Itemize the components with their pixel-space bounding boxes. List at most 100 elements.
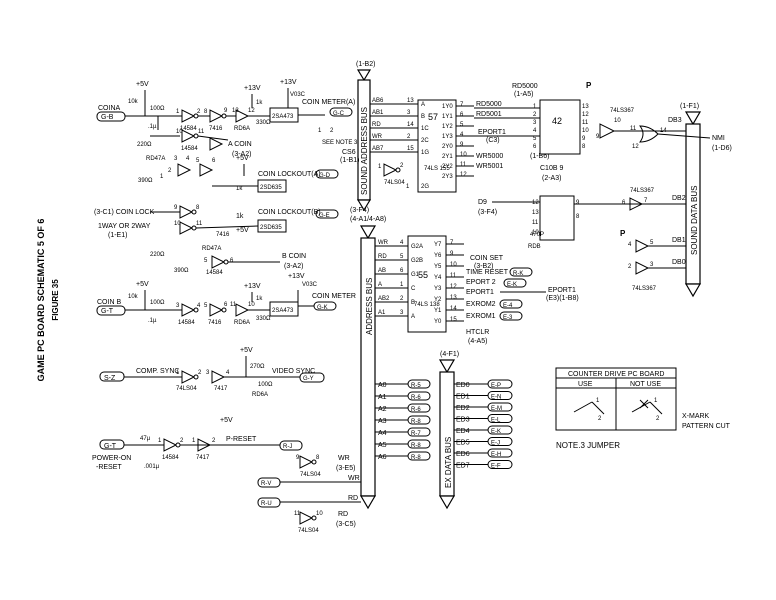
svg-text:+5V: +5V bbox=[236, 227, 249, 234]
c57-out-name: 1Y1 bbox=[442, 114, 453, 120]
svg-text:1k: 1k bbox=[256, 296, 263, 302]
page-title: GAME PC BOARD SCHEMATIC 5 OF 6 bbox=[36, 219, 46, 382]
svg-text:SOUND DATA BUS: SOUND DATA BUS bbox=[690, 186, 699, 256]
svg-text:DB3: DB3 bbox=[668, 117, 682, 124]
chip-57-signals: RD5000 (1-A5) RD5000 RD5001 EPORT1 (C3) … bbox=[474, 83, 549, 170]
svg-text:74LS04: 74LS04 bbox=[298, 528, 319, 534]
svg-text:EX DATA BUS: EX DATA BUS bbox=[444, 437, 453, 488]
c57-out-name: 2Y3 bbox=[442, 174, 453, 180]
wr-rd-circuit: R-V R-U 9 8 74LS04 WR (3-E5) WR 11 10 74… bbox=[257, 455, 361, 534]
svg-text:74LS 155: 74LS 155 bbox=[424, 166, 450, 172]
addr-line-conn: R-5 bbox=[411, 383, 421, 389]
cl-pin-l: 12 bbox=[532, 200, 539, 206]
c55-in-pin: 5 bbox=[400, 254, 404, 260]
svg-text:7416: 7416 bbox=[209, 126, 223, 132]
svg-text:V03C: V03C bbox=[290, 92, 306, 98]
addr-line-conn-shape bbox=[407, 415, 431, 425]
c57-out-pin: 7 bbox=[460, 102, 464, 108]
address-bus: (3-F4) (4-A1/4-A8) ADDRESS BUS bbox=[350, 207, 386, 510]
c57-out-pin: 9 bbox=[460, 142, 464, 148]
svg-text:74LS367: 74LS367 bbox=[610, 108, 635, 114]
svg-text:2: 2 bbox=[198, 370, 202, 376]
svg-text:11: 11 bbox=[630, 126, 637, 132]
svg-text:74LS04: 74LS04 bbox=[384, 180, 405, 186]
svg-text:ADDRESS BUS: ADDRESS BUS bbox=[365, 278, 374, 335]
c55-out-pin: 14 bbox=[450, 306, 457, 312]
reset-circuit: G-T POWER-ON -RESET 47µ .001µ 1 2 14584 … bbox=[92, 417, 303, 471]
svg-text:RD6A: RD6A bbox=[234, 320, 250, 326]
svg-text:NMI: NMI bbox=[712, 135, 725, 142]
addr-line-conn-shape bbox=[407, 379, 431, 389]
svg-text:1: 1 bbox=[378, 164, 382, 170]
c55-out-name: Y5 bbox=[434, 264, 442, 270]
svg-text:390Ω: 390Ω bbox=[174, 268, 189, 274]
svg-text:WR: WR bbox=[338, 455, 350, 462]
c57-in-sig: WR bbox=[372, 134, 383, 140]
addr-line-name: A1 bbox=[378, 394, 387, 401]
svg-text:3: 3 bbox=[650, 262, 654, 268]
addr-line-conn-shape bbox=[407, 427, 431, 437]
svg-text:(1-B6): (1-B6) bbox=[530, 153, 549, 160]
c57-in-pin: 14 bbox=[407, 122, 414, 128]
svg-text:74LS04: 74LS04 bbox=[176, 386, 197, 392]
svg-text:COIN LOCKOUT(A): COIN LOCKOUT(A) bbox=[258, 171, 321, 178]
svg-text:(1-B2): (1-B2) bbox=[356, 61, 375, 68]
c57-in-name: 1G bbox=[421, 150, 429, 156]
svg-text:(3-C5): (3-C5) bbox=[336, 521, 356, 528]
addr-line-conn: R-8 bbox=[411, 419, 421, 425]
svg-text:12: 12 bbox=[632, 144, 639, 150]
svg-text:G-E: G-E bbox=[319, 213, 330, 219]
svg-text:4: 4 bbox=[197, 303, 201, 309]
addr-line-conn-shape bbox=[407, 391, 431, 401]
c55-in-sig: WR bbox=[378, 240, 389, 246]
svg-text:X-MARK: X-MARK bbox=[682, 413, 710, 420]
c55-out-name: Y1 bbox=[434, 308, 442, 314]
c57-out-name: 2Y2 bbox=[442, 164, 453, 170]
svg-text:G-D: G-D bbox=[319, 173, 331, 179]
svg-text:P: P bbox=[620, 229, 626, 238]
svg-text:RD5000: RD5000 bbox=[476, 101, 502, 108]
data-line-conn-shape bbox=[487, 425, 513, 435]
svg-text:1: 1 bbox=[176, 109, 180, 115]
svg-text:V03C: V03C bbox=[302, 282, 318, 288]
c57-in-name: 1C bbox=[421, 126, 429, 132]
svg-text:3: 3 bbox=[176, 303, 180, 309]
svg-text:5: 5 bbox=[650, 240, 654, 246]
c55-in-pin: 4 bbox=[400, 240, 404, 246]
svg-text:4: 4 bbox=[186, 156, 190, 162]
c57-out-pin: 10 bbox=[460, 152, 467, 158]
data-line-conn: E-M bbox=[491, 406, 502, 412]
svg-text:2: 2 bbox=[628, 264, 632, 270]
coin-a-circuit: COINA G-B +5V 10k 100Ω .1µ 1 2 14584 8 9… bbox=[96, 79, 358, 193]
c57-out-pin: 5 bbox=[460, 122, 464, 128]
svg-text:WR5001: WR5001 bbox=[476, 163, 503, 170]
svg-text:POWER-ON: POWER-ON bbox=[92, 455, 131, 462]
svg-text:VIDEO SYNC: VIDEO SYNC bbox=[272, 368, 315, 375]
svg-text:6: 6 bbox=[224, 302, 228, 308]
svg-text:9: 9 bbox=[296, 455, 300, 461]
data-line-conn-shape bbox=[487, 379, 513, 389]
svg-text:(4-A1/4-A8): (4-A1/4-A8) bbox=[350, 216, 386, 223]
c55-out-name: Y0 bbox=[434, 319, 442, 325]
svg-text:G-T: G-T bbox=[104, 443, 117, 450]
data-line-conn-shape bbox=[487, 402, 513, 412]
svg-text:-RESET: -RESET bbox=[96, 464, 122, 471]
svg-text:1k: 1k bbox=[236, 213, 244, 220]
data-line-conn: E-F bbox=[491, 464, 501, 470]
addr-line-name: A2 bbox=[378, 406, 387, 413]
svg-text:1: 1 bbox=[160, 174, 164, 180]
svg-text:SOUND ADDRESS BUS: SOUND ADDRESS BUS bbox=[360, 107, 369, 195]
svg-text:C10B 9: C10B 9 bbox=[540, 165, 563, 172]
addr-line-name: A0 bbox=[378, 382, 387, 389]
c55-in-sig: AB bbox=[378, 268, 386, 274]
svg-text:(2-A3): (2-A3) bbox=[542, 175, 561, 182]
data-line-conn: E-P bbox=[491, 383, 501, 389]
svg-text:COINA: COINA bbox=[98, 105, 121, 112]
svg-text:55: 55 bbox=[418, 270, 428, 280]
svg-text:2: 2 bbox=[212, 438, 216, 444]
svg-text:74LS367: 74LS367 bbox=[632, 286, 657, 292]
data-line-name: ED5 bbox=[456, 440, 470, 447]
c55-in-sig: A bbox=[378, 282, 382, 288]
